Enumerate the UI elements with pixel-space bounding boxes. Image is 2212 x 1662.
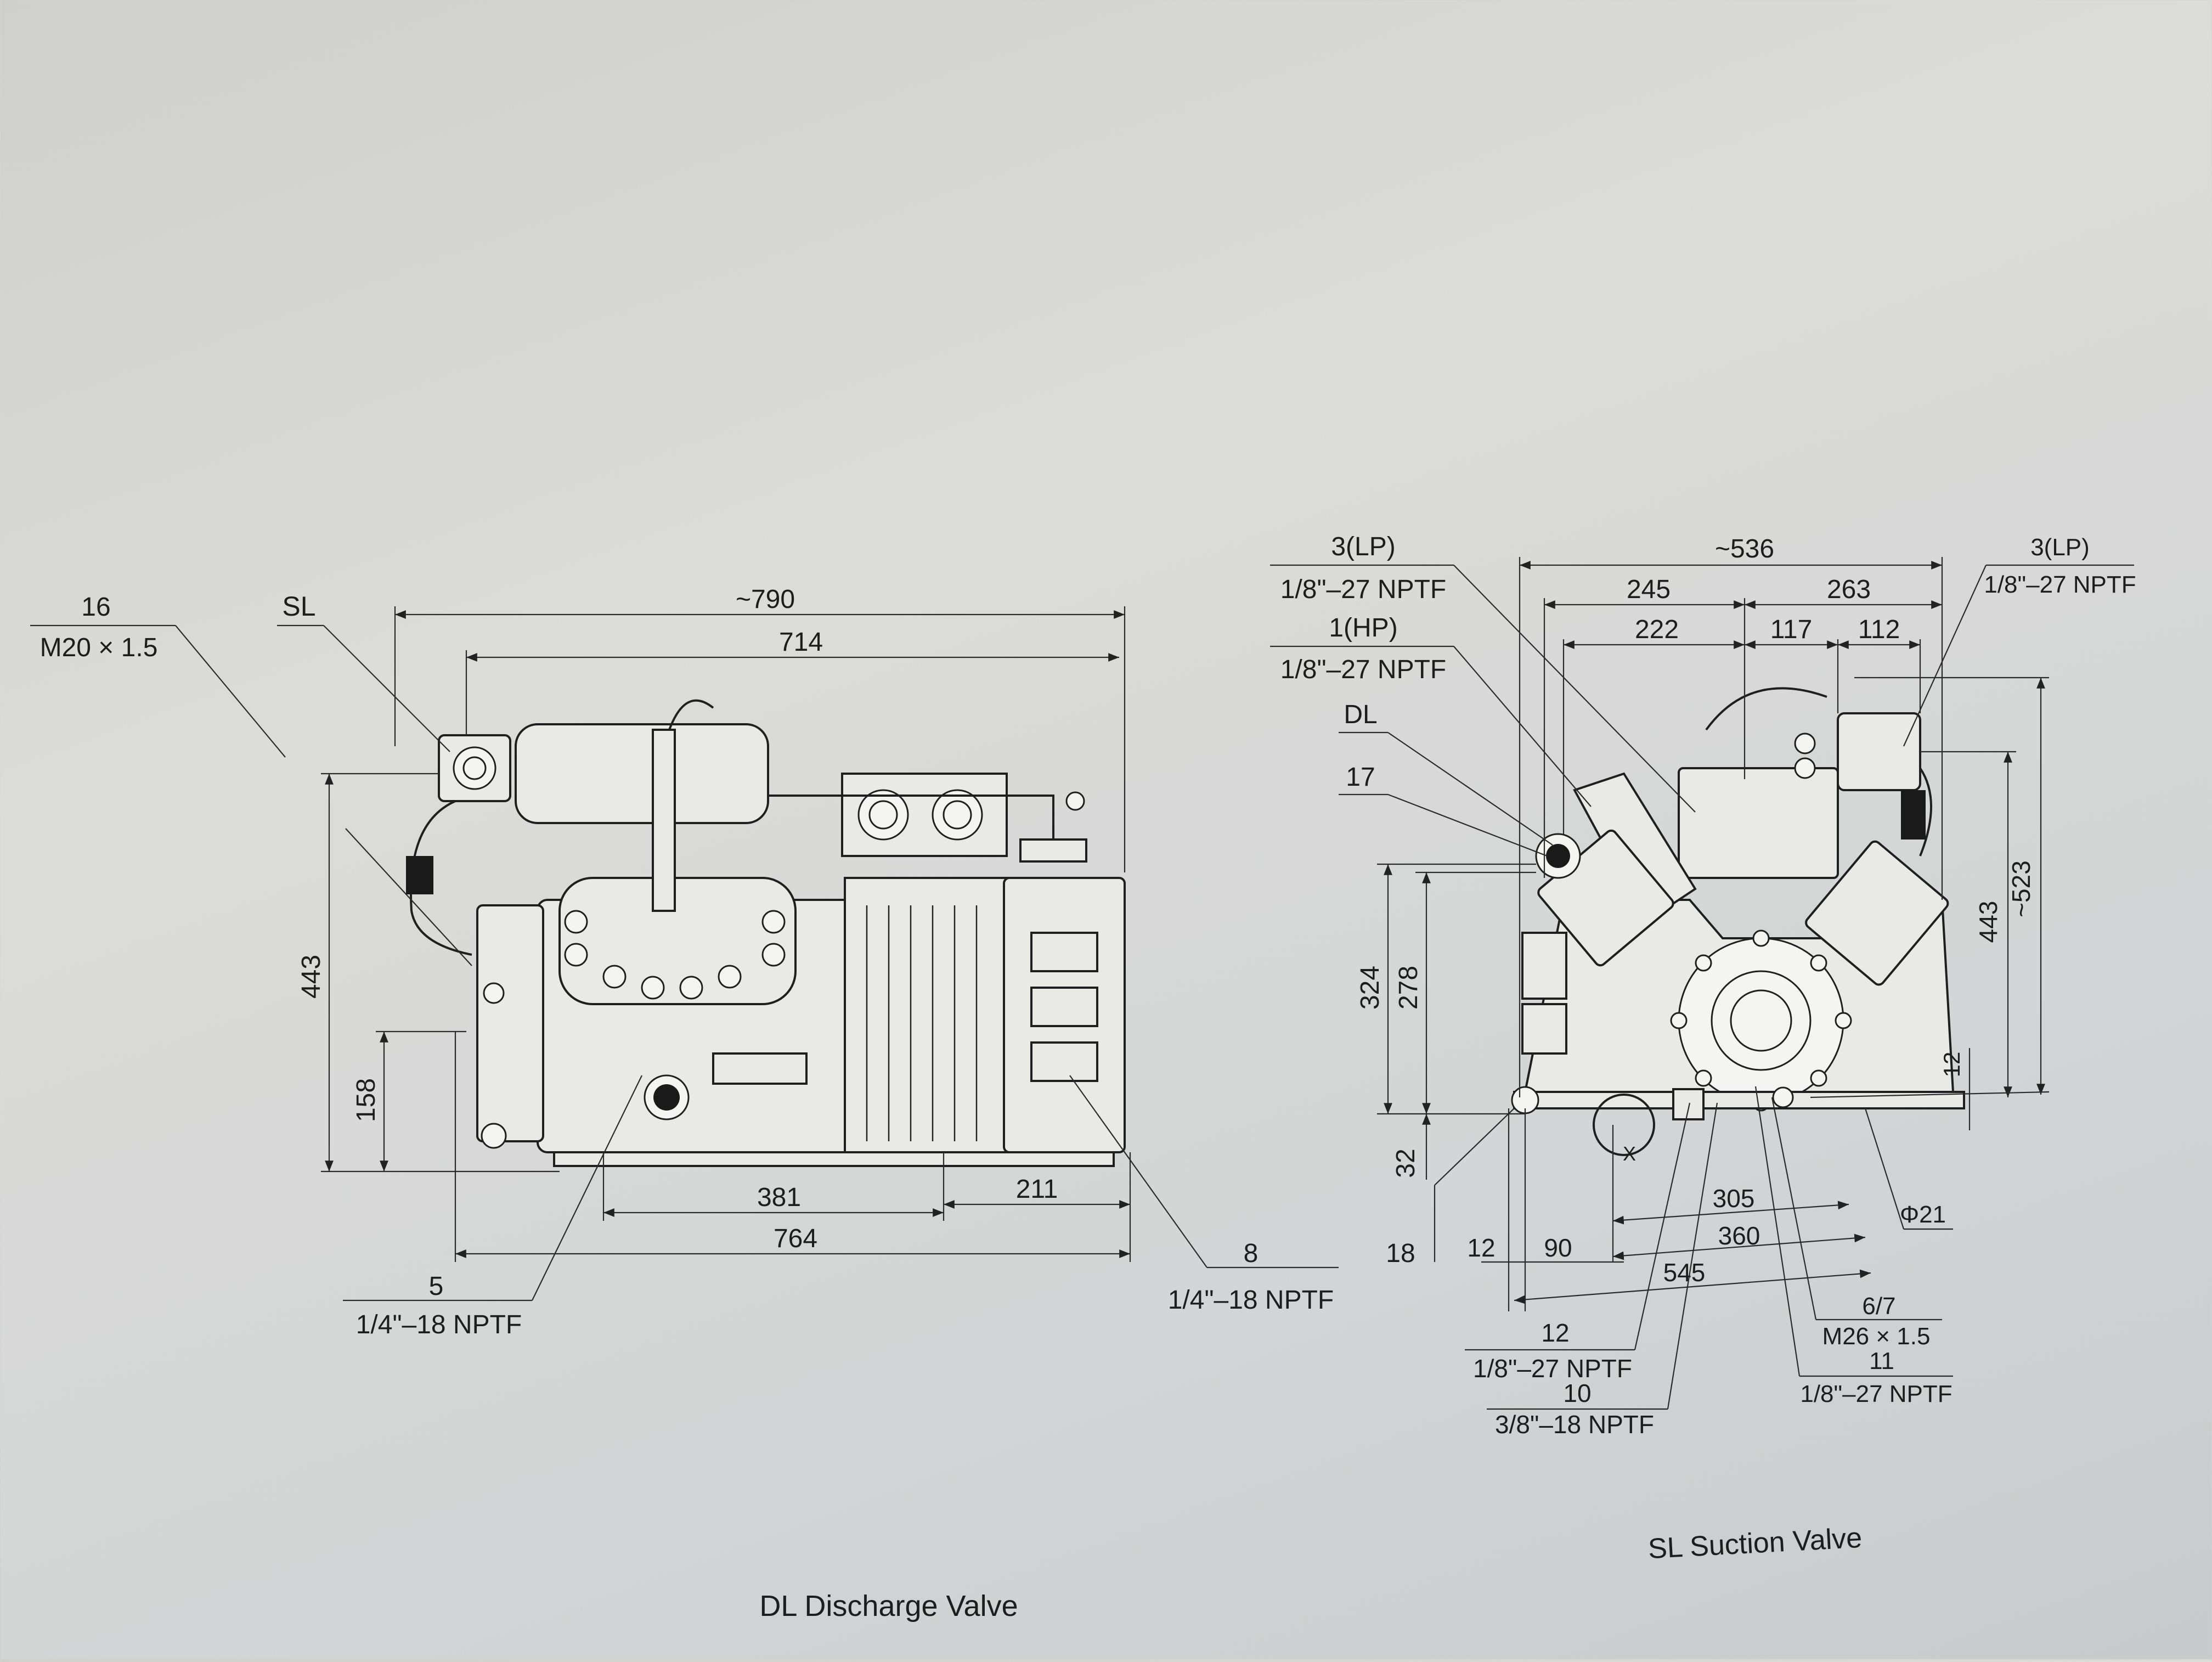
dim-span-545: 545 (1663, 1258, 1706, 1287)
front-view-dimensions: ~536 245 263 222 117 112 324 278 (1356, 534, 2050, 1311)
dim-foot-span-left: 381 (757, 1183, 801, 1212)
callout-16-thread: M20 × 1.5 (40, 633, 158, 662)
dim-line-span-545 (1514, 1269, 1871, 1304)
front-view-callouts: 3(LP) 1/8"–27 NPTF 1(HP) 1/8"–27 NPTF DL… (1270, 532, 2136, 1439)
caption-suction-valve: SL Suction Valve (1647, 1522, 1863, 1565)
dim-height-324: 324 (1356, 966, 1385, 1010)
dim-foot-span-right: 211 (1016, 1175, 1058, 1204)
dim-foot-90: 90 (1544, 1233, 1572, 1262)
callout-16-number: 16 (81, 593, 110, 622)
side-view: ~790 714 443 158 381 211 764 (30, 585, 1339, 1339)
dim-span-360: 360 (1718, 1221, 1760, 1250)
dim-hole-diameter: Φ21 (1900, 1201, 1946, 1228)
callout-sl-label: SL (282, 591, 315, 622)
callout-11-number: 11 (1869, 1348, 1894, 1374)
dim-side-12: 12 (1939, 1052, 1965, 1078)
dim-mid-left: 222 (1635, 615, 1679, 644)
callout-3lp-left-number: 3(LP) (1331, 532, 1395, 561)
callout-5-thread: 1/4"–18 NPTF (356, 1310, 522, 1339)
dim-upper-left: 245 (1627, 575, 1671, 604)
dim-line-span-305 (1612, 1201, 1849, 1225)
callout-10-thread: 3/8"–18 NPTF (1495, 1410, 1654, 1439)
side-view-dimensions: ~790 714 443 158 381 211 764 (297, 585, 1131, 1262)
dim-overall-length: ~790 (736, 585, 795, 614)
dim-foot-12: 12 (1467, 1233, 1495, 1262)
callout-17-number: 17 (1346, 763, 1375, 792)
callout-12-number: 12 (1541, 1319, 1569, 1347)
dim-span-305: 305 (1713, 1184, 1755, 1213)
front-view: ~536 245 263 222 117 112 324 278 (1270, 532, 2136, 1439)
front-view-compressor-body (1511, 687, 1965, 1156)
dim-line-span-360 (1612, 1233, 1866, 1260)
dim-base-length: 764 (774, 1224, 817, 1253)
callout-10-number: 10 (1563, 1379, 1591, 1407)
callout-5-number: 5 (429, 1272, 444, 1301)
callout-3lp-right-number: 3(LP) (2030, 534, 2090, 561)
caption-discharge-valve: DL Discharge Valve (759, 1590, 1018, 1622)
callout-3lp-left-thread: 1/8"–27 NPTF (1280, 575, 1447, 604)
callout-1hp-number: 1(HP) (1329, 613, 1397, 643)
dim-upper-right: 263 (1827, 575, 1871, 604)
callout-12-thread: 1/8"–27 NPTF (1473, 1354, 1632, 1383)
callout-8-number: 8 (1244, 1239, 1259, 1268)
dim-mid-center: 117 (1770, 615, 1813, 644)
dim-overall-width: ~536 (1715, 534, 1774, 564)
dim-body-length: 714 (779, 628, 823, 657)
dim-x-mark: X (1623, 1142, 1636, 1165)
callout-dl-label: DL (1344, 700, 1377, 729)
dim-height-523: ~523 (2007, 860, 2035, 917)
dim-height-278: 278 (1394, 966, 1423, 1010)
callout-67-number: 6/7 (1862, 1293, 1895, 1320)
callout-3lp-right-thread: 1/8"–27 NPTF (1984, 571, 2136, 598)
dim-height: 443 (297, 955, 326, 999)
dim-foot-height: 158 (352, 1078, 381, 1122)
callout-11-thread: 1/8"–27 NPTF (1800, 1381, 1952, 1407)
callout-18-number: 18 (1386, 1239, 1415, 1268)
callout-67-thread: M26 × 1.5 (1822, 1323, 1931, 1350)
callout-8-thread: 1/4"–18 NPTF (1168, 1286, 1334, 1315)
dim-base-32: 32 (1391, 1148, 1420, 1178)
dim-height-443: 443 (1974, 901, 2002, 943)
dim-mid-right: 112 (1858, 615, 1900, 644)
side-view-callouts: 16 M20 × 1.5 SL 5 1/4"–18 NPTF 8 1/4"–18… (30, 591, 1339, 1339)
callout-1hp-thread: 1/8"–27 NPTF (1280, 655, 1447, 684)
side-view-compressor-body (406, 699, 1126, 1167)
